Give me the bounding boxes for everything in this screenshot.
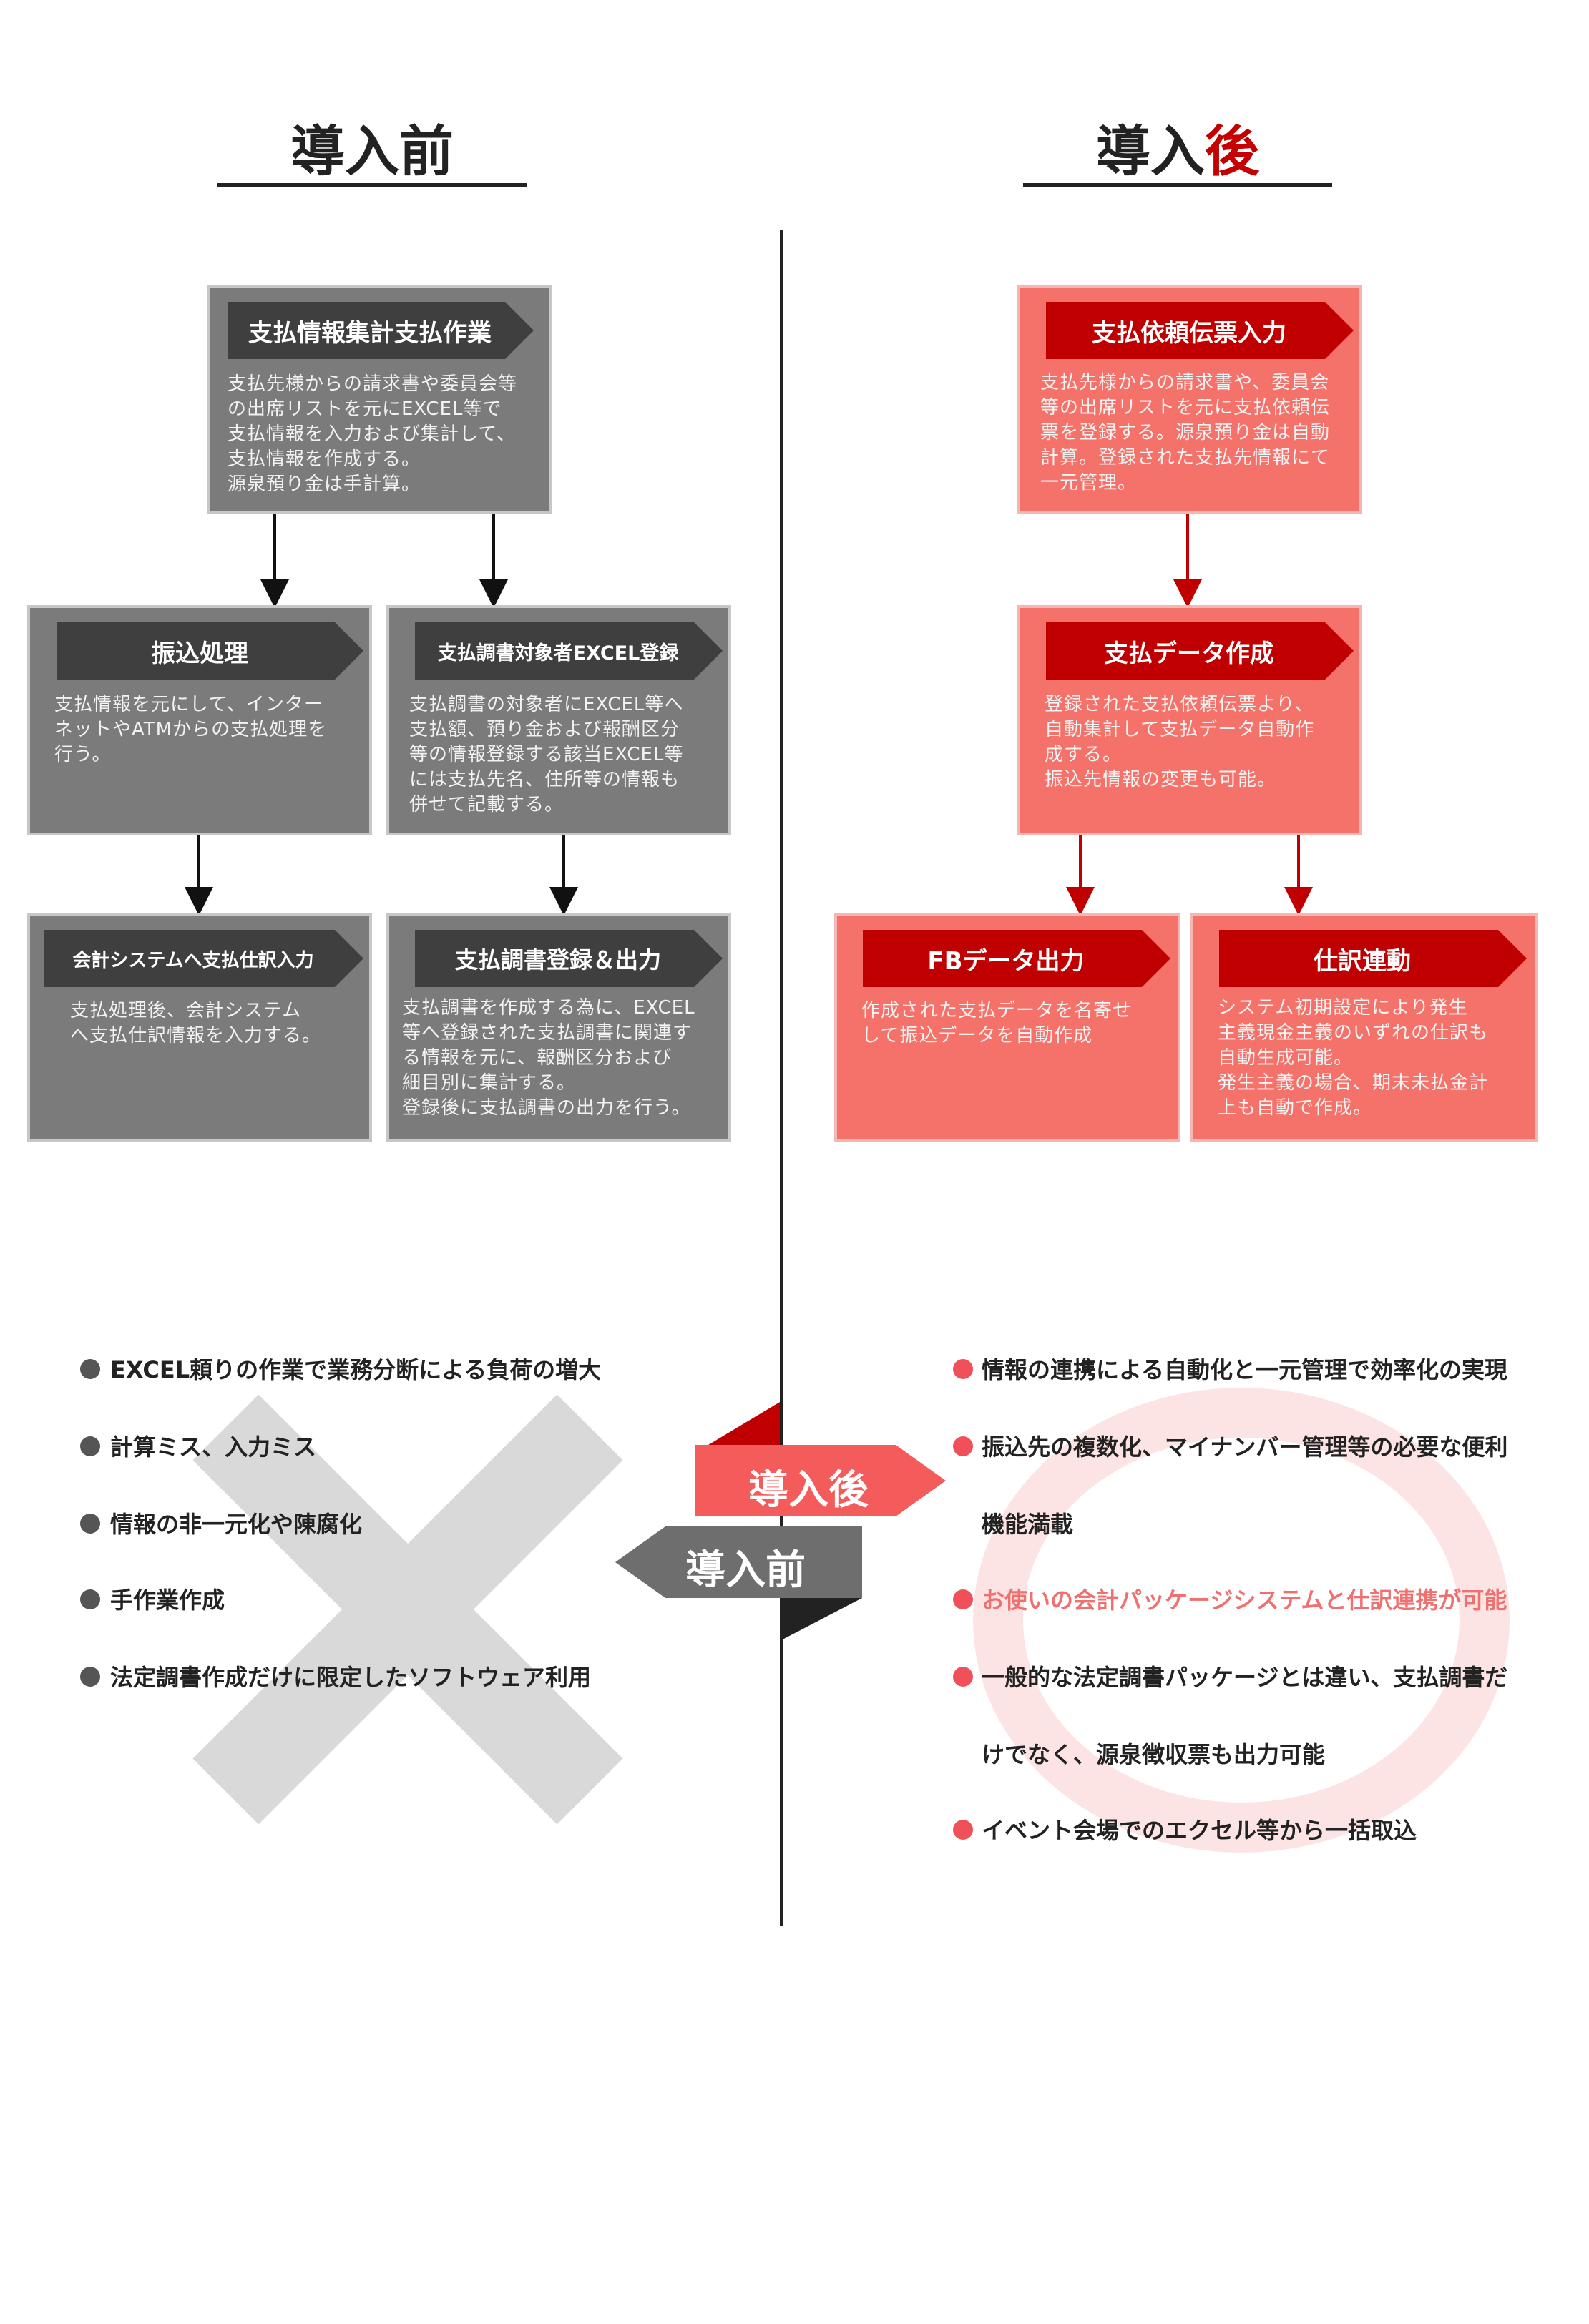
after-top-text: 支払先様からの請求書や、委員会 等の出席リストを元に支払依頼伝 票を登録する。源…: [1040, 372, 1331, 494]
after-bottom-left-box: FBデータ出力 作成された支払データを名寄せ して振込データを自動作成: [834, 913, 1180, 1142]
after-mid-text: 登録された支払依頼伝票より、 自動集計して支払データ自動作 成する。 振込先情報…: [1045, 694, 1315, 790]
benefit-item-highlight: お使いの会計パッケージシステムと仕訳連携が可能: [982, 1587, 1507, 1614]
benefit-item: 情報の連携による自動化と一元管理で効率化の実現: [982, 1356, 1508, 1383]
transition-arrows-graphic: [615, 1402, 946, 1641]
before-heading-text: 導入前: [290, 119, 454, 183]
bullet-dot: [953, 1589, 973, 1609]
benefit-item-continued: けでなく、源泉徴収票も出力可能: [982, 1741, 1326, 1768]
flow-arrows: [185, 514, 1313, 916]
before-mid-left-title: 振込処理: [57, 622, 363, 680]
after-top-box: 支払依頼伝票入力 支払先様からの請求書や、委員会 等の出席リストを元に支払依頼伝…: [1017, 285, 1362, 514]
before-mid-left-text: 支払情報を元にして、インター ネットやATMからの支払処理を 行う。: [54, 694, 328, 765]
after-arrow-fold: [708, 1402, 780, 1445]
after-mid-box: 支払データ作成 登録された支払依頼伝票より、 自動集計して支払データ自動作 成す…: [1017, 605, 1362, 835]
bullet-dot: [953, 1436, 973, 1456]
after-bottom-right-text: システム初期設定により発生 主義現金主義のいずれの仕訳も 自動生成可能。 発生主…: [1218, 997, 1489, 1119]
before-heading-underline: [217, 183, 527, 187]
after-bottom-right-box: 仕訳連動 システム初期設定により発生 主義現金主義のいずれの仕訳も 自動生成可能…: [1190, 913, 1538, 1142]
after-heading-underline: [1023, 183, 1332, 187]
before-arrow-shape: [615, 1526, 862, 1598]
before-arrow-label: 導入前: [685, 1547, 806, 1594]
after-top-title: 支払依頼伝票入力: [1046, 302, 1354, 359]
before-connectors: [185, 514, 578, 916]
before-top-text: 支払先様からの請求書や委員会等 の出席リストを元にEXCEL等で 支払情報を入力…: [228, 373, 518, 495]
before-bottom-left-title: 会計システムへ支払仕訳入力: [44, 930, 363, 987]
benefit-item: イベント会場でのエクセル等から一括取込: [982, 1817, 1417, 1844]
after-connectors: [1066, 514, 1313, 916]
before-bottom-right-text: 支払調書を作成する為に、EXCEL 等へ登録された支払調書に関連す る情報を元に…: [402, 997, 695, 1119]
bullet-dot: [953, 1820, 973, 1840]
issue-item: 計算ミス、入力ミス: [110, 1433, 317, 1461]
before-mid-left-box: 振込処理 支払情報を元にして、インター ネットやATMからの支払処理を 行う。: [27, 605, 372, 835]
issue-item: 情報の非一元化や陳腐化: [110, 1511, 363, 1538]
after-mid-title: 支払データ作成: [1046, 622, 1354, 680]
bullet-dot: [80, 1359, 100, 1379]
before-mid-right-text: 支払調書の対象者にEXCEL等へ 支払額、預り金および報酬区分 等の情報登録する…: [409, 694, 684, 815]
issue-item: 手作業作成: [110, 1587, 225, 1614]
after-bottom-left-text: 作成された支払データを名寄せ して振込データを自動作成: [861, 1000, 1133, 1046]
bullet-dot: [80, 1436, 100, 1456]
before-bottom-right-box: 支払調書登録＆出力 支払調書を作成する為に、EXCEL 等へ登録された支払調書に…: [386, 913, 731, 1142]
before-top-title: 支払情報集計支払作業: [228, 302, 534, 359]
before-top-box: 支払情報集計支払作業 支払先様からの請求書や委員会等 の出席リストを元にEXCE…: [207, 285, 552, 514]
after-heading: 導入後: [1020, 107, 1335, 186]
after-heading-accent: 後: [1205, 119, 1259, 183]
bullet-dot: [953, 1667, 973, 1687]
after-bottom-left-title: FBデータ出力: [863, 930, 1170, 987]
bullet-dot: [953, 1359, 973, 1379]
after-arrow-label: 導入後: [748, 1467, 869, 1514]
issue-item: EXCEL頼りの作業で業務分断による負荷の増大: [110, 1356, 602, 1383]
before-heading: 導入前: [215, 107, 529, 186]
before-bottom-left-text: 支払処理後、会計システム へ支払仕訳情報を入力する。: [70, 1000, 322, 1046]
benefit-item-continued: 機能満載: [982, 1511, 1074, 1538]
issue-item: 法定調書作成だけに限定したソフトウェア利用: [110, 1664, 592, 1691]
before-arrow-fold: [780, 1598, 862, 1641]
center-divider: [780, 230, 783, 1926]
bullet-dot: [80, 1514, 100, 1534]
after-bottom-right-title: 仕訳連動: [1219, 930, 1527, 987]
before-mid-right-box: 支払調書対象者EXCEL登録 支払調書の対象者にEXCEL等へ 支払額、預り金お…: [386, 605, 731, 835]
before-bottom-left-box: 会計システムへ支払仕訳入力 支払処理後、会計システム へ支払仕訳情報を入力する。: [27, 913, 372, 1142]
bullet-dot: [80, 1589, 100, 1609]
before-bottom-right-title: 支払調書登録＆出力: [415, 930, 723, 987]
bullet-dot: [80, 1667, 100, 1687]
after-heading-text: 導入: [1096, 119, 1205, 183]
after-arrow-shape: [695, 1445, 946, 1516]
benefit-item: 一般的な法定調書パッケージとは違い、支払調書だ: [982, 1664, 1508, 1691]
before-mid-right-title: 支払調書対象者EXCEL登録: [415, 622, 723, 680]
benefit-item: 振込先の複数化、マイナンバー管理等の必要な便利: [982, 1433, 1508, 1461]
